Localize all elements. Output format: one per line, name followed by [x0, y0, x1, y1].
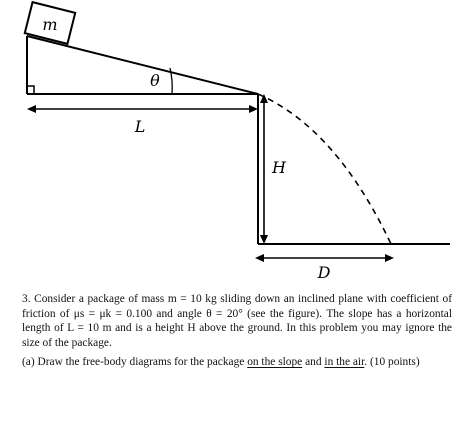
- problem-line-3: horizontal length of L = 10 m and is a h…: [22, 307, 452, 335]
- height-label: H: [271, 158, 287, 177]
- angle-arc: [169, 67, 173, 95]
- problem-line-1: 3. Consider a package of mass m = 10 kg …: [22, 293, 439, 305]
- problem-line-4: may ignore the size of the package.: [22, 322, 452, 349]
- incline-surface: [26, 35, 259, 95]
- mass-label: m: [42, 15, 57, 34]
- problem-part-a: (a) Draw the free-body diagrams for the …: [22, 355, 452, 370]
- distance-arrowhead-left: [255, 254, 264, 262]
- problem-intro: 3. Consider a package of mass m = 10 kg …: [22, 292, 452, 350]
- height-arrowhead-top: [260, 94, 268, 103]
- length-arrowhead-left: [27, 105, 36, 113]
- part-a-and: and: [305, 356, 322, 369]
- height-arrowhead-bottom: [260, 235, 268, 244]
- angle-label: θ: [150, 71, 160, 90]
- part-a-prefix: (a) Draw the free-body diagrams for the …: [22, 356, 245, 369]
- length-label: L: [134, 117, 146, 136]
- problem-text: 3. Consider a package of mass m = 10 kg …: [22, 292, 452, 370]
- length-arrowhead-right: [249, 105, 258, 113]
- distance-label: D: [317, 263, 331, 282]
- part-a-on-slope: on the slope: [247, 356, 303, 369]
- problem-line-2: of friction of μs = μk = 0.100 and angle…: [22, 293, 452, 320]
- distance-arrowhead-right: [385, 254, 394, 262]
- part-a-in-air: in the air: [324, 356, 365, 369]
- right-angle-marker: [27, 85, 35, 94]
- package-box: [23, 0, 77, 46]
- trajectory-dashed: [257, 93, 392, 245]
- physics-figure: m θ L H D: [23, 0, 450, 282]
- part-a-suffix: . (10 points): [364, 356, 420, 369]
